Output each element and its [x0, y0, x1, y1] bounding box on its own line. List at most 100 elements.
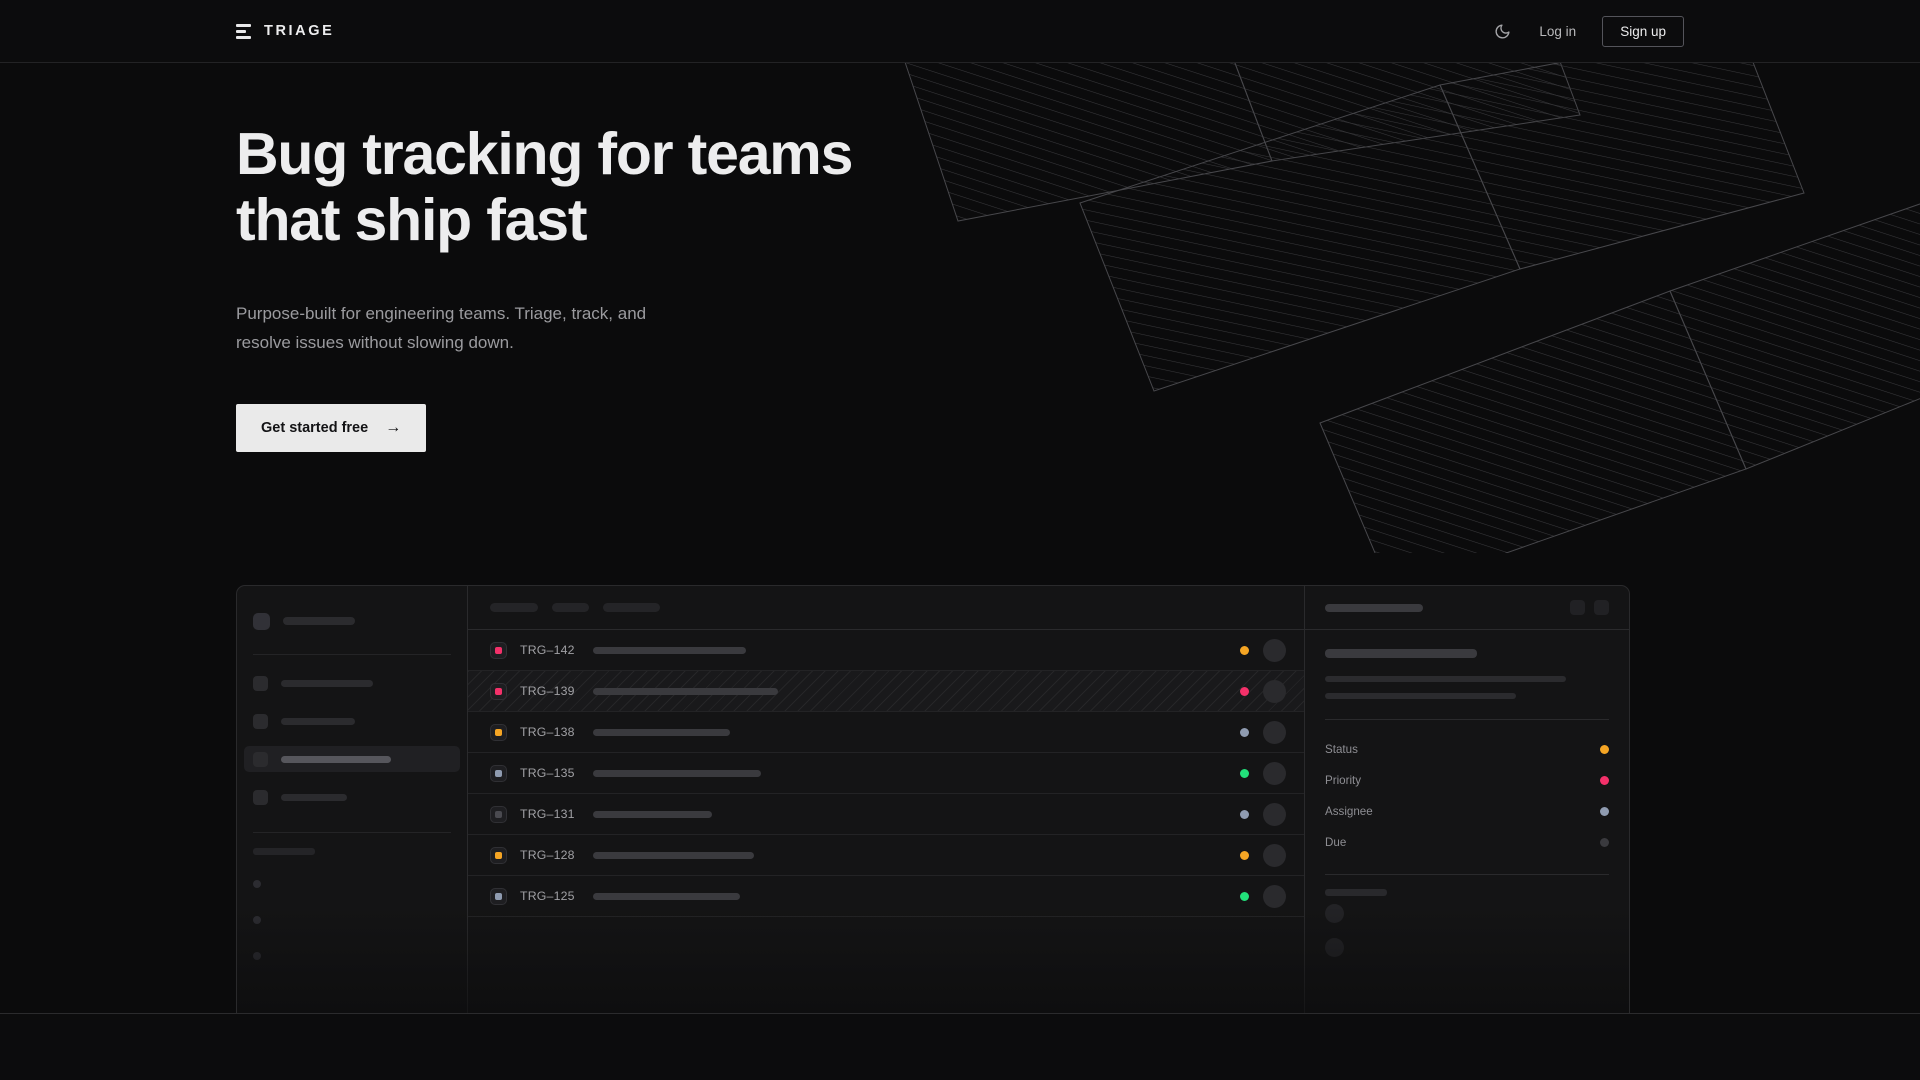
- detail-activity-list: [1325, 896, 1609, 964]
- row-meta: [1240, 761, 1286, 785]
- avatar[interactable]: [1263, 720, 1286, 744]
- stacked-bars-icon: [236, 23, 251, 39]
- sidebar-subitem-2[interactable]: [253, 913, 451, 927]
- detail-action-button-2[interactable]: [1594, 600, 1609, 615]
- avatar[interactable]: [1263, 761, 1286, 785]
- brand-logo[interactable]: TRIAGE: [236, 23, 334, 39]
- issue-id: TRG–135: [520, 766, 575, 780]
- detail-field-priority[interactable]: Priority: [1325, 765, 1609, 796]
- avatar[interactable]: [1263, 638, 1286, 662]
- detail-divider: [1325, 719, 1609, 720]
- table-row[interactable]: TRG–128: [468, 835, 1304, 876]
- issue-id: TRG–131: [520, 807, 575, 821]
- row-meta: [1240, 679, 1286, 703]
- site-header: TRIAGE Log in Sign up: [0, 0, 1920, 63]
- row-meta: [1240, 802, 1286, 826]
- arrow-right-icon: →: [385, 418, 402, 436]
- sidebar-subitem-dot-icon: [253, 916, 261, 924]
- issue-title-placeholder: [593, 769, 761, 777]
- issue-list-filter-chip-1[interactable]: [490, 603, 538, 612]
- priority-indicator[interactable]: [490, 764, 507, 782]
- detail-field-value-dot[interactable]: [1600, 776, 1609, 785]
- detail-field-status[interactable]: Status: [1325, 734, 1609, 765]
- status-badge[interactable]: [1240, 850, 1249, 860]
- avatar: [1325, 903, 1344, 923]
- issue-title-placeholder: [593, 810, 712, 818]
- detail-field-assignee[interactable]: Assignee: [1325, 796, 1609, 827]
- sidebar-nav-item-3[interactable]: [244, 746, 460, 772]
- header-actions: Log in Sign up: [1491, 15, 1684, 47]
- status-badge[interactable]: [1240, 645, 1249, 655]
- detail-field-value-dot[interactable]: [1600, 745, 1609, 754]
- sidebar-section-label-placeholder: [253, 848, 315, 855]
- avatar[interactable]: [1263, 884, 1286, 908]
- mockup-sidebar-subitems: [253, 877, 451, 963]
- issue-list-filter-chip-2[interactable]: [552, 603, 589, 612]
- avatar[interactable]: [1263, 802, 1286, 826]
- row-meta: [1240, 720, 1286, 744]
- table-row[interactable]: TRG–139: [468, 671, 1304, 712]
- get-started-label: Get started free: [261, 419, 369, 436]
- moon-icon[interactable]: [1491, 20, 1513, 42]
- login-link[interactable]: Log in: [1539, 23, 1577, 39]
- table-row[interactable]: TRG–131: [468, 794, 1304, 835]
- priority-indicator[interactable]: [490, 723, 507, 741]
- sidebar-subitem-dot-icon: [253, 880, 261, 888]
- sidebar-nav-item-1[interactable]: [244, 670, 460, 696]
- mockup-sidebar-nav: [244, 670, 460, 810]
- detail-field-value-dot[interactable]: [1600, 838, 1609, 847]
- page-title: Bug tracking for teams that ship fast: [236, 121, 853, 254]
- detail-field-label: Due: [1325, 836, 1347, 849]
- priority-indicator[interactable]: [490, 805, 507, 823]
- table-row[interactable]: TRG–125: [468, 876, 1304, 917]
- detail-field-label: Assignee: [1325, 805, 1373, 818]
- table-row[interactable]: TRG–135: [468, 753, 1304, 794]
- issue-id: TRG–138: [520, 725, 575, 739]
- get-started-button[interactable]: Get started free →: [236, 403, 427, 452]
- issue-id: TRG–125: [520, 889, 575, 903]
- signup-button[interactable]: Sign up: [1602, 15, 1684, 47]
- hero-subtitle: Purpose-built for engineering teams. Tri…: [236, 304, 647, 353]
- status-badge[interactable]: [1240, 686, 1249, 696]
- issue-title-placeholder: [593, 892, 740, 900]
- sidebar-divider: [253, 654, 451, 655]
- row-meta: [1240, 843, 1286, 867]
- avatar[interactable]: [1263, 679, 1286, 703]
- sidebar-nav-label-placeholder: [281, 679, 373, 687]
- status-badge[interactable]: [1240, 768, 1249, 778]
- priority-indicator[interactable]: [490, 641, 507, 659]
- footer-zone: [0, 1014, 1920, 1080]
- table-row[interactable]: TRG–142: [468, 630, 1304, 671]
- priority-indicator[interactable]: [490, 682, 507, 700]
- activity-item-1: [1325, 896, 1609, 930]
- detail-action-button-1[interactable]: [1570, 600, 1585, 615]
- issue-title-placeholder: [593, 646, 746, 654]
- sidebar-subitem-3[interactable]: [253, 949, 451, 963]
- status-badge[interactable]: [1240, 809, 1249, 819]
- sidebar-subitem-1[interactable]: [253, 877, 451, 891]
- sidebar-nav-item-4[interactable]: [244, 784, 460, 810]
- priority-indicator[interactable]: [490, 887, 507, 905]
- status-badge[interactable]: [1240, 891, 1249, 901]
- sidebar-nav-item-2[interactable]: [244, 708, 460, 734]
- issue-list-filter-chip-3[interactable]: [603, 603, 660, 612]
- avatar[interactable]: [1263, 843, 1286, 867]
- table-row[interactable]: TRG–138: [468, 712, 1304, 753]
- status-badge[interactable]: [1240, 727, 1249, 737]
- detail-title-placeholder: [1325, 603, 1423, 612]
- sidebar-nav-icon: [253, 751, 268, 767]
- workspace-name-placeholder: [283, 617, 355, 625]
- detail-field-due[interactable]: Due: [1325, 827, 1609, 858]
- hero-section: Bug tracking for teams that ship fast Pu…: [0, 63, 1920, 1013]
- hero-content: Bug tracking for teams that ship fast Pu…: [236, 63, 1686, 452]
- detail-field-value-dot[interactable]: [1600, 807, 1609, 816]
- priority-indicator[interactable]: [490, 846, 507, 864]
- detail-paragraph-line-1: [1325, 676, 1566, 682]
- avatar: [1325, 937, 1344, 957]
- detail-paragraph-line-2: [1325, 693, 1516, 699]
